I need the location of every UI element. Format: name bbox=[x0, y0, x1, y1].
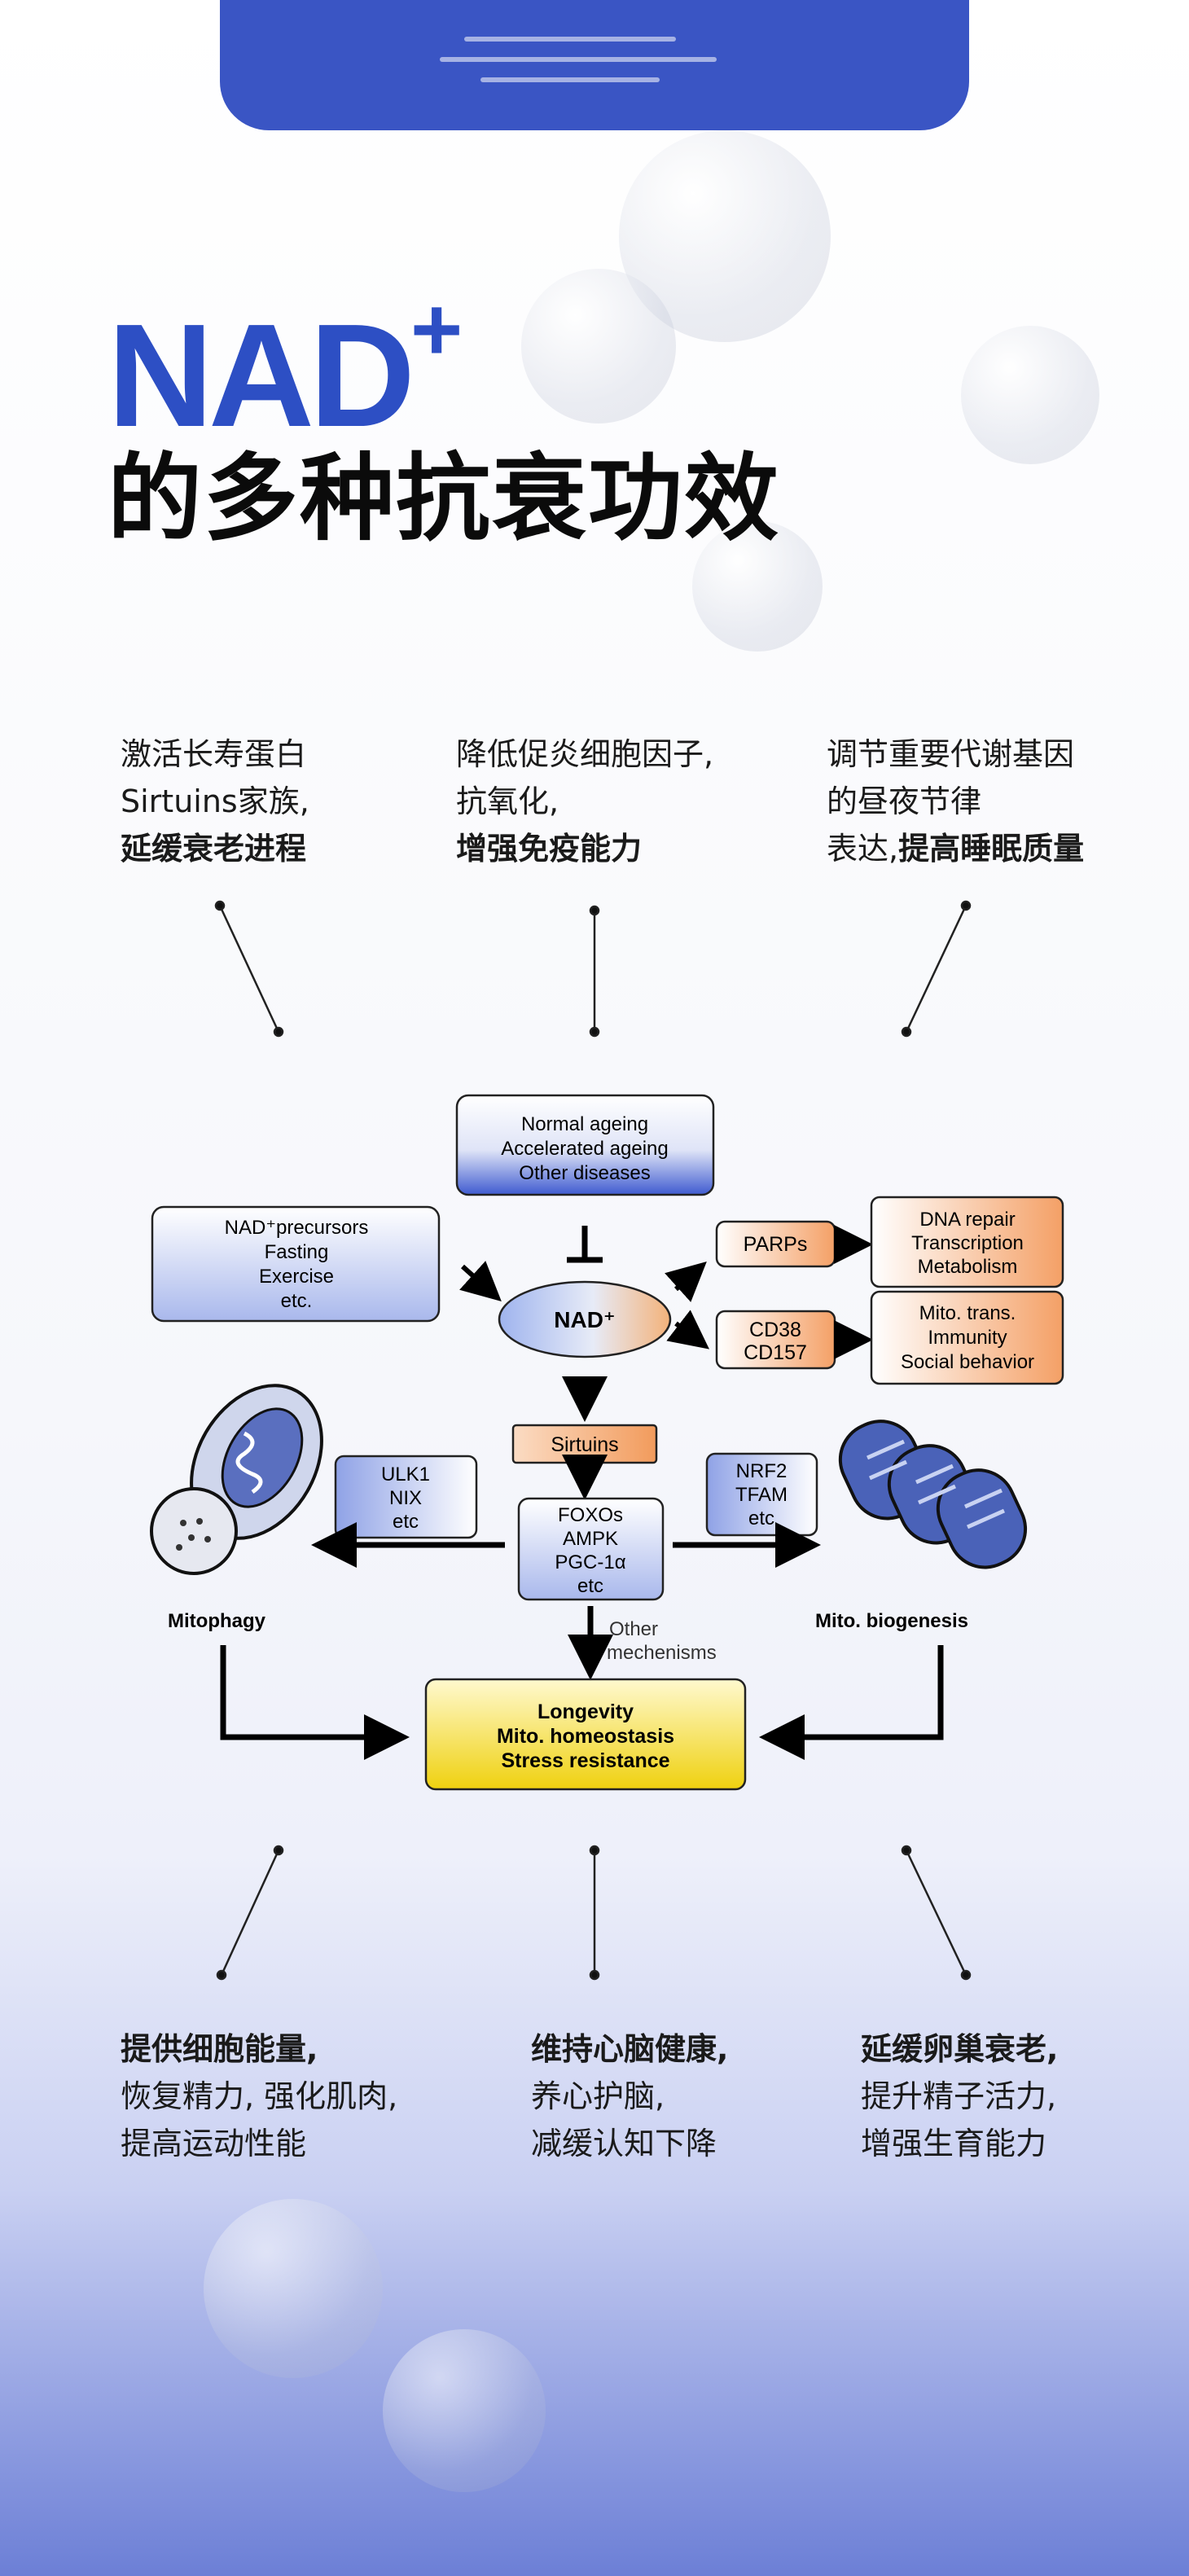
biogenesis-illustration bbox=[838, 1420, 1028, 1569]
ulk-line-3: etc bbox=[393, 1511, 419, 1533]
longevity-line-2: Mito. homeostasis bbox=[497, 1725, 674, 1748]
ageing-line-1: Normal ageing bbox=[521, 1113, 648, 1135]
nrf-line-3: etc bbox=[748, 1507, 774, 1529]
sirtuins-label: Sirtuins bbox=[551, 1433, 618, 1456]
cd-effects-box: Mito. trans. Immunity Social behavior bbox=[870, 1290, 1064, 1385]
ageing-box: Normal ageing Accelerated ageing Other d… bbox=[455, 1094, 715, 1196]
nad-center: NAD⁺ bbox=[498, 1280, 672, 1358]
foxo-line-3: PGC-1α bbox=[555, 1551, 625, 1573]
precursor-line-4: etc. bbox=[281, 1290, 313, 1312]
cd-effect-2: Immunity bbox=[928, 1327, 1007, 1349]
other-mechanisms-line-1: Other bbox=[609, 1618, 658, 1640]
benefit-sirtuins: 激活长寿蛋白 Sirtuins家族, 延缓衰老进程 bbox=[121, 736, 309, 867]
ageing-line-3: Other diseases bbox=[519, 1162, 650, 1184]
benefit-immunity: 降低促炎细胞因子, 抗氧化, 增强免疫能力 bbox=[456, 736, 714, 867]
molecule-bubble bbox=[521, 269, 676, 423]
precursor-line-3: Exercise bbox=[259, 1266, 334, 1288]
page-subtitle: 的多种抗衰功效 bbox=[107, 444, 780, 554]
nad-to-parps-arrow bbox=[665, 1261, 707, 1302]
ageing-line-2: Accelerated ageing bbox=[501, 1138, 668, 1160]
precursor-arrow bbox=[459, 1261, 502, 1302]
precursor-box: NAD⁺precursors Fasting Exercise etc. bbox=[151, 1205, 441, 1323]
molecule-bubble bbox=[961, 326, 1099, 464]
parps-effect-2: Transcription bbox=[911, 1232, 1024, 1254]
mitophagy-label: Mitophagy bbox=[168, 1610, 266, 1632]
benefit-fertility: 延缓卵巢衰老, 提升精子活力, 增强生育能力 bbox=[861, 2031, 1059, 2161]
nrf-line-2: TFAM bbox=[735, 1484, 788, 1506]
cd38-label: CD38 bbox=[749, 1319, 801, 1341]
nad-label: NAD⁺ bbox=[554, 1307, 615, 1332]
parps-effect-3: Metabolism bbox=[918, 1256, 1018, 1278]
ulk-box: ULK1 NIX etc bbox=[334, 1455, 478, 1539]
parps-label: PARPs bbox=[744, 1233, 808, 1256]
nrf-box: NRF2 TFAM etc bbox=[705, 1452, 818, 1537]
biogenesis-label: Mito. biogenesis bbox=[815, 1610, 968, 1632]
longevity-line-3: Stress resistance bbox=[501, 1749, 669, 1772]
benefit-heart-brain: 维持心脑健康, 养心护脑, 减缓认知下降 bbox=[531, 2031, 729, 2161]
ulk-line-2: NIX bbox=[389, 1487, 422, 1509]
parps-effects-box: DNA repair Transcription Metabolism bbox=[870, 1196, 1064, 1288]
molecule-bubble bbox=[383, 2329, 546, 2492]
mitophagy-to-longevity-arrow bbox=[220, 1645, 410, 1760]
molecule-bubble bbox=[204, 2199, 383, 2378]
benefit-sleep: 调节重要代谢基因 的昼夜节律 表达,提高睡眠质量 bbox=[827, 736, 1085, 867]
mitophagy-illustration bbox=[150, 1384, 323, 1575]
foxo-line-2: AMPK bbox=[563, 1528, 618, 1550]
foxo-line-4: etc bbox=[577, 1575, 603, 1597]
nad-to-cd38-arrow bbox=[666, 1310, 709, 1349]
top-banner-tab bbox=[220, 0, 969, 130]
foxo-box: FOXOs AMPK PGC-1α etc bbox=[517, 1497, 665, 1601]
longevity-line-1: Longevity bbox=[537, 1701, 634, 1723]
ulk-line-1: ULK1 bbox=[381, 1464, 430, 1485]
sirtuins-box: Sirtuins bbox=[511, 1424, 658, 1464]
parps-effect-1: DNA repair bbox=[919, 1209, 1015, 1231]
cd157-label: CD157 bbox=[744, 1341, 807, 1364]
biogenesis-to-longevity-arrow bbox=[759, 1645, 944, 1760]
page-title-nad: NAD+ bbox=[107, 279, 463, 458]
precursor-line-2: Fasting bbox=[265, 1241, 329, 1263]
precursor-line-1: NAD⁺precursors bbox=[225, 1217, 369, 1239]
cd38-box: CD38 CD157 bbox=[715, 1310, 836, 1370]
nrf-line-1: NRF2 bbox=[736, 1460, 788, 1482]
cd-effect-1: Mito. trans. bbox=[919, 1302, 1016, 1324]
benefit-energy: 提供细胞能量, 恢复精力, 强化肌肉, 提高运动性能 bbox=[121, 2031, 398, 2161]
longevity-box: Longevity Mito. homeostasis Stress resis… bbox=[424, 1678, 747, 1791]
cd-effect-3: Social behavior bbox=[901, 1351, 1034, 1373]
parps-box: PARPs bbox=[715, 1220, 836, 1268]
other-mechanisms-line-2: mechenisms bbox=[607, 1642, 717, 1664]
foxo-line-1: FOXOs bbox=[558, 1504, 623, 1526]
molecule-bubble bbox=[692, 521, 823, 652]
